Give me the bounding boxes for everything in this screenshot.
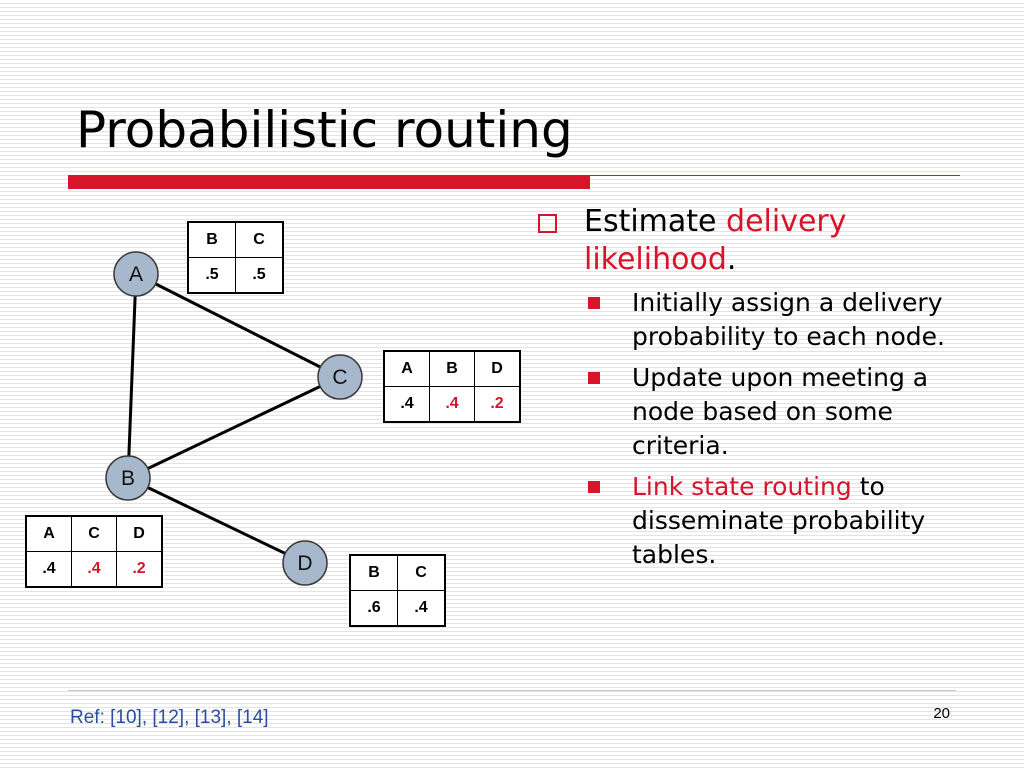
table-d-header: C [397, 554, 446, 591]
node-d-label: D [297, 552, 312, 575]
slide-title: Probabilistic routing [76, 101, 573, 159]
sub-bullet: Link state routing to disseminate probab… [532, 470, 952, 572]
table-c-value: .2 [474, 386, 521, 423]
title-underline-bar [68, 175, 590, 189]
table-b-value: .2 [116, 551, 163, 588]
node-b: B [105, 455, 151, 501]
table-b-value: .4 [71, 551, 117, 588]
node-a: A [113, 251, 159, 297]
table-b-header: D [116, 515, 163, 552]
table-c-header: A [383, 350, 430, 387]
node-d: D [282, 540, 328, 586]
bullet-list: Estimate delivery likelihood. Initially … [532, 203, 952, 572]
sub-bullet-text: to disseminate probability tables. [632, 472, 926, 569]
table-d-header: B [349, 554, 398, 591]
page-number: 20 [933, 705, 950, 722]
sub-bullet: Initially assign a delivery probability … [532, 286, 952, 354]
table-c-header: D [474, 350, 521, 387]
table-d-value: .4 [397, 590, 446, 627]
table-d-value: .6 [349, 590, 398, 627]
table-c-header: B [429, 350, 475, 387]
table-a-value: .5 [187, 257, 236, 294]
table-b-header: A [25, 515, 72, 552]
node-b-label: B [121, 467, 135, 490]
table-a-header: B [187, 221, 236, 258]
filled-square-bullet-icon [588, 297, 600, 309]
sub-bullet-text: Initially assign a delivery probability … [632, 288, 945, 351]
sub-bullet-text: Update upon meeting a node based on some… [632, 363, 929, 460]
table-a-value: .5 [235, 257, 284, 294]
table-c-value: .4 [383, 386, 430, 423]
node-c-label: C [332, 366, 347, 389]
edge-b-c [127, 375, 341, 480]
probability-table-d: B C .6 .4 [349, 554, 446, 627]
table-b-header: C [71, 515, 117, 552]
bullet-main-highlight: delivery likelihood [584, 204, 847, 277]
table-c-value: .4 [429, 386, 475, 423]
table-b-value: .4 [25, 551, 72, 588]
sub-bullet: Update upon meeting a node based on some… [532, 361, 952, 463]
hollow-square-bullet-icon [538, 214, 557, 233]
bullet-main-end: . [726, 242, 737, 277]
node-c: C [317, 354, 363, 400]
sub-bullet-highlight: Link state routing [632, 472, 852, 501]
probability-table-c: A B D .4 .4 .2 [383, 350, 521, 423]
edge-a-c [135, 272, 341, 379]
probability-table-b: A C D .4 .4 .2 [25, 515, 163, 588]
filled-square-bullet-icon [588, 372, 600, 384]
reference-note: Ref: [10], [12], [13], [14] [70, 707, 269, 728]
bullet-main-text: Estimate [584, 204, 727, 239]
table-a-header: C [235, 221, 284, 258]
title-underline-rule [590, 175, 960, 176]
footer-divider [68, 690, 956, 691]
edge-a-b [126, 273, 138, 479]
edge-b-d [127, 476, 306, 565]
node-a-label: A [129, 263, 143, 286]
filled-square-bullet-icon [588, 481, 600, 493]
bullet-main: Estimate delivery likelihood. [532, 203, 952, 279]
probability-table-a: B C .5 .5 [187, 221, 284, 294]
